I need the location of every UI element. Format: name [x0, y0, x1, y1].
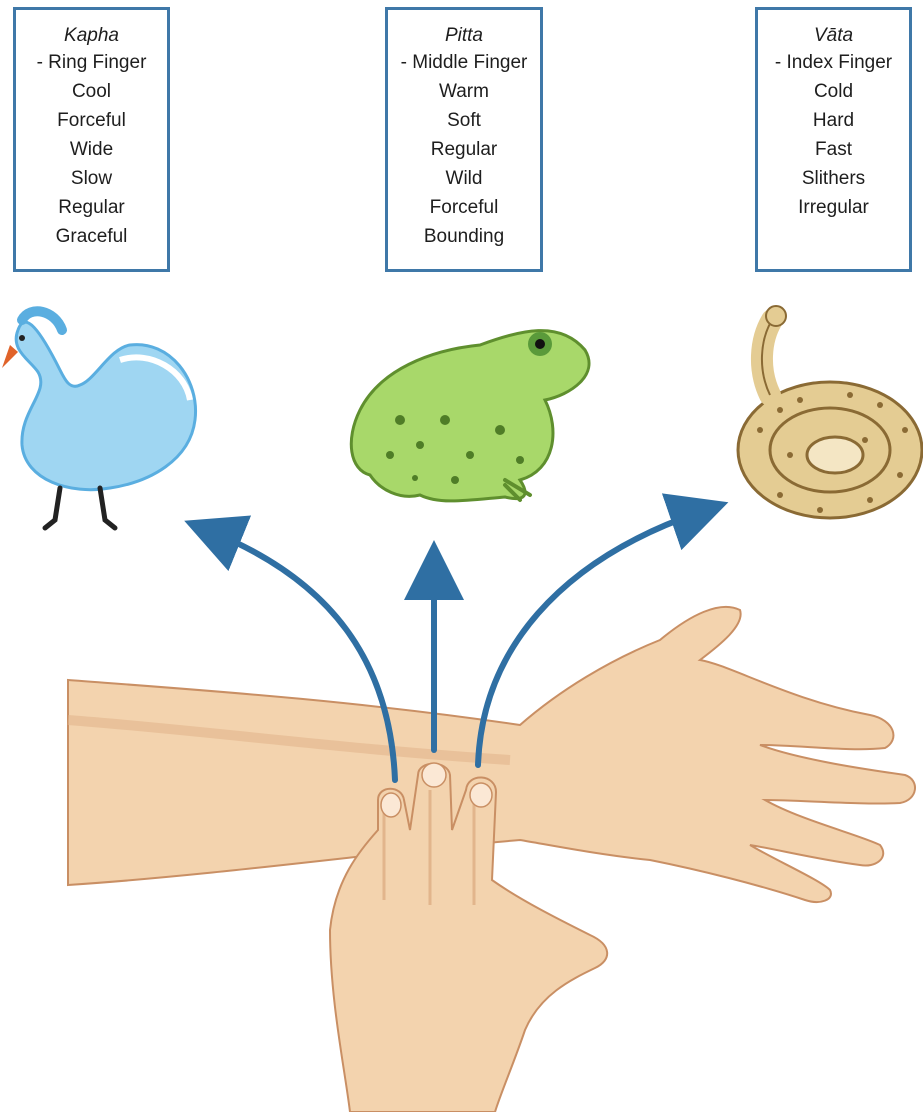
kapha-quality: Regular	[16, 193, 167, 222]
pitta-quality: Forceful	[388, 193, 540, 222]
kapha-quality: Slow	[16, 164, 167, 193]
vata-quality: Slithers	[758, 164, 909, 193]
kapha-quality: Wide	[16, 135, 167, 164]
kapha-quality: Forceful	[16, 106, 167, 135]
snake-icon	[738, 306, 922, 518]
kapha-quality: Cool	[16, 77, 167, 106]
pitta-dosha-label: Pitta	[388, 24, 540, 48]
pitta-quality: Warm	[388, 77, 540, 106]
swan-icon	[2, 311, 196, 528]
frog-icon	[351, 331, 589, 501]
vata-quality: Hard	[758, 106, 909, 135]
pitta-quality: Soft	[388, 106, 540, 135]
vata-dosha-label: Vāta	[758, 24, 909, 48]
pitta-quality: Bounding	[388, 222, 540, 251]
kapha-quality: Graceful	[16, 222, 167, 251]
kapha-box: Kapha - Ring Finger Cool Forceful Wide S…	[13, 7, 170, 272]
pitta-finger-label: - Middle Finger	[388, 48, 540, 77]
pitta-box: Pitta - Middle Finger Warm Soft Regular …	[385, 7, 543, 272]
kapha-finger-label: - Ring Finger	[16, 48, 167, 77]
vata-finger-label: - Index Finger	[758, 48, 909, 77]
vata-quality: Irregular	[758, 193, 909, 222]
pitta-quality: Wild	[388, 164, 540, 193]
pitta-quality: Regular	[388, 135, 540, 164]
vata-quality: Cold	[758, 77, 909, 106]
vata-box: Vāta - Index Finger Cold Hard Fast Slith…	[755, 7, 912, 272]
vata-quality: Fast	[758, 135, 909, 164]
kapha-dosha-label: Kapha	[16, 24, 167, 48]
